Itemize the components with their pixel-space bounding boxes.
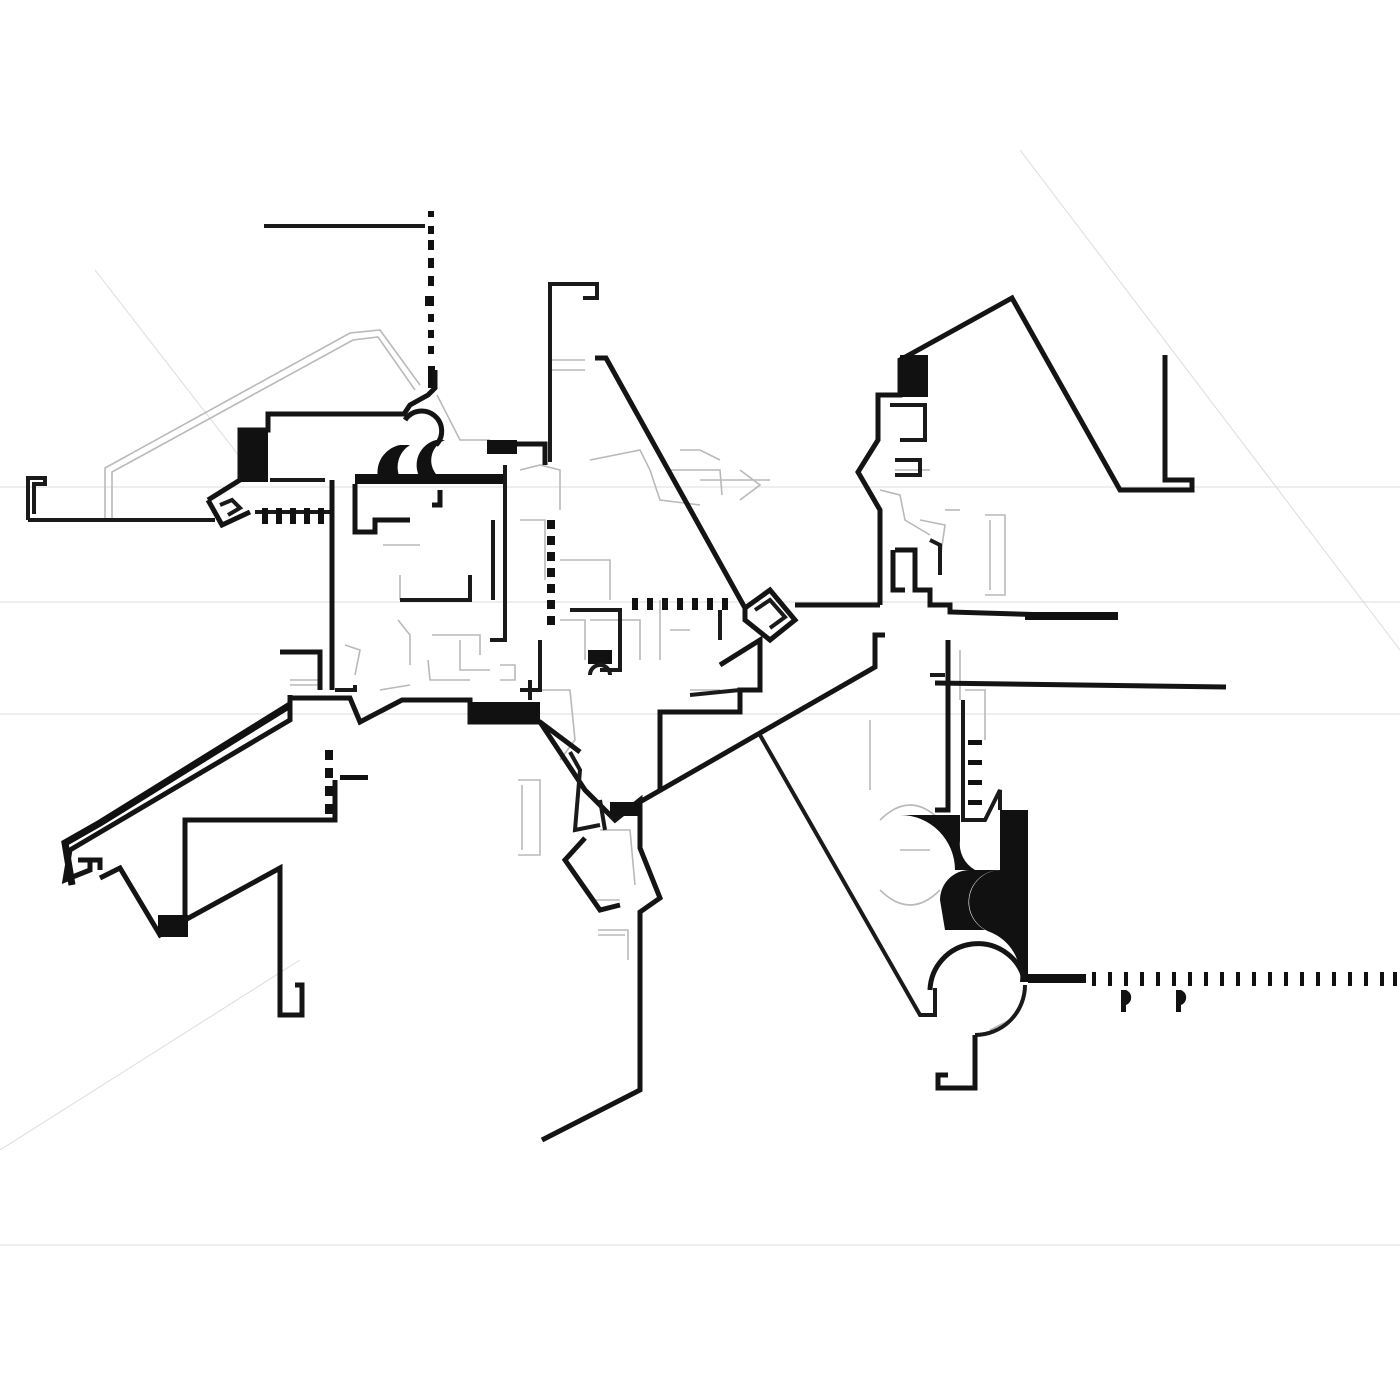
ghost-partitions xyxy=(104,329,1011,1031)
dashed-column-north xyxy=(425,211,435,388)
primary-walls xyxy=(26,211,1397,1143)
construction-lines xyxy=(0,149,1400,1246)
dashed-wall-west xyxy=(262,508,324,524)
dashed-wall-south-east xyxy=(1092,972,1397,986)
dashed-wall-east xyxy=(968,740,982,805)
dashed-wall-central xyxy=(547,520,728,625)
dashed-wall-southwest xyxy=(325,750,368,814)
